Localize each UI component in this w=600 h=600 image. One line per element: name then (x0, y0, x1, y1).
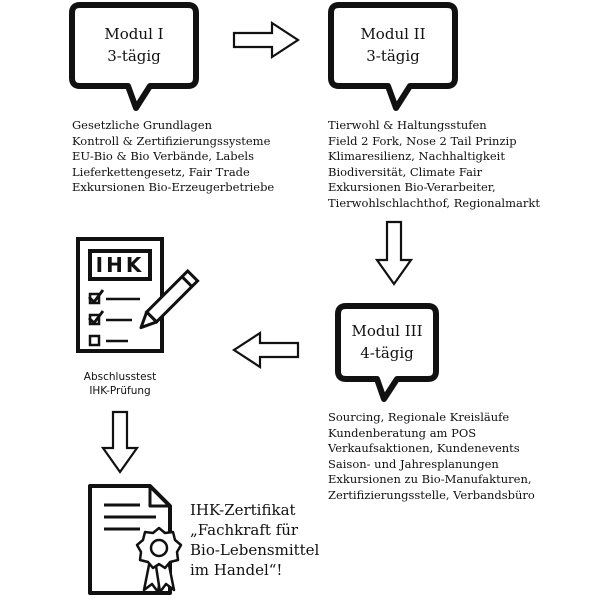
list-item: Klimaresilienz, Nachhaltigkeit (328, 149, 505, 164)
list-item: Exkursionen zu Bio-Manufakturen, (328, 472, 532, 487)
exam-line-1: Abschlusstest (83, 371, 157, 383)
module-3-duration: 4-tägig (360, 344, 414, 362)
module-3-title: Modul III (351, 322, 423, 340)
certificate-line-2: „Fachkraft für (190, 521, 299, 539)
list-item: Lieferkettengesetz, Fair Trade (72, 164, 250, 179)
module-1-title: Modul I (104, 25, 164, 43)
exam-caption: Abschlusstest IHK-Prüfung (62, 370, 178, 398)
list-item: Field 2 Fork, Nose 2 Tail Prinzip (328, 133, 517, 148)
certificate-line-4: im Handel“! (190, 561, 283, 579)
certificate-line-1: IHK-Zertifikat (190, 501, 296, 519)
module-2-title: Modul II (360, 25, 426, 43)
list-item: Exkursionen Bio-Verarbeiter, (328, 180, 496, 195)
module-1-duration: 3-tägig (107, 47, 161, 65)
list-item: Zertifizierungsstelle, Verbandsbüro (328, 487, 535, 502)
certificate-text: IHK-Zertifikat „Fachkraft für Bio-Lebens… (190, 500, 319, 580)
module-2-duration: 3-tägig (366, 47, 420, 65)
rosette-icon (135, 526, 183, 594)
list-item: Saison- und Jahresplanungen (328, 456, 499, 471)
checkbox-icon (88, 334, 128, 347)
list-item: Gesetzliche Grundlagen (72, 118, 213, 132)
list-item: Exkursionen Bio-Erzeugerbetriebe (72, 180, 275, 195)
list-item: Kontroll & Zertifizierungssysteme (72, 133, 271, 148)
list-item: Sourcing, Regionale Kreisläufe (328, 410, 510, 424)
list-item: Tierwohl & Haltungsstufen (328, 118, 487, 132)
list-item: Verkaufsaktionen, Kundenevents (328, 441, 520, 456)
checkbox-icon (88, 289, 140, 305)
list-item: Biodiversität, Climate Fair (328, 164, 483, 179)
list-item: EU-Bio & Bio Verbände, Labels (72, 149, 254, 164)
module-2-topics: Tierwohl & Haltungsstufen Field 2 Fork, … (328, 118, 540, 212)
module-3-topics: Sourcing, Regionale Kreisläufe Kundenber… (328, 410, 535, 504)
list-item: Kundenberatung am POS (328, 425, 477, 440)
exam-form-label: IHK (95, 253, 145, 277)
module-1-topics: Gesetzliche Grundlagen Kontroll & Zertif… (72, 118, 274, 196)
exam-line-2: IHK-Prüfung (89, 385, 151, 397)
checkbox-icon (88, 310, 132, 326)
pencil-icon (139, 268, 200, 330)
certificate-line-3: Bio-Lebensmittel (190, 541, 320, 559)
list-item: Tierwohlschlachthof, Regionalmarkt (328, 195, 540, 210)
